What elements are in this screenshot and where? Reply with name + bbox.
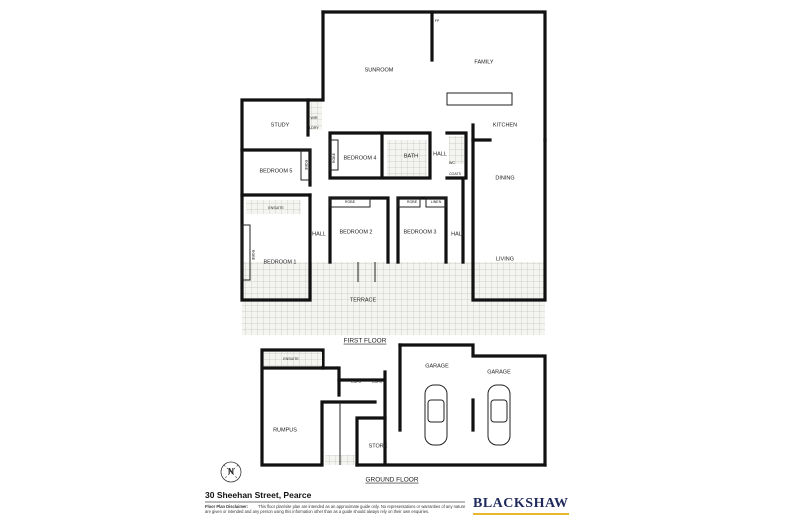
compass-icon: N <box>220 461 242 483</box>
room-label: LDRY <box>309 126 319 130</box>
compass-label: N <box>228 467 234 476</box>
first-floor-labels: SUNROOM FAMILY FP KITCHEN STUDY WIR LDRY… <box>251 19 517 345</box>
disclaimer: Floor Plan Disclaimer:This floor plan/si… <box>205 504 467 514</box>
room-label: ROBE <box>345 200 356 204</box>
room-label: ROBE <box>407 200 418 204</box>
room-label: BEDROOM 5 <box>259 168 292 174</box>
room-label: KITCHEN <box>493 122 517 128</box>
brand-logo: BLACKSHAW <box>473 496 569 515</box>
room-label: HALL <box>451 231 465 237</box>
ground-floor-labels: ENSUITE CUPD CUPD GARAGE GARAGE RUMPUS S… <box>273 357 511 484</box>
room-label: BEDROOM 2 <box>339 229 372 235</box>
room-label: ROBE <box>304 160 308 171</box>
room-label: DINING <box>495 175 514 181</box>
room-label: FP <box>435 19 440 23</box>
room-label: RUMPUS <box>273 427 297 433</box>
car-icon <box>424 384 448 446</box>
room-label: HALL <box>312 231 326 237</box>
room-label: WC <box>449 161 455 165</box>
room-label: STORE <box>369 443 388 449</box>
room-label: COATS <box>449 172 462 176</box>
room-label: GARAGE <box>425 363 449 369</box>
car-icon <box>487 384 511 446</box>
ground-floor-title: GROUND FLOOR <box>365 477 418 484</box>
divider <box>205 501 465 503</box>
room-label: CUPD <box>351 380 362 384</box>
room-label: BEDROOM 3 <box>403 229 436 235</box>
room-label: CUPD <box>372 380 383 384</box>
disclaimer-label: Floor Plan Disclaimer: <box>205 504 249 509</box>
room-label: BEDROOM 1 <box>263 259 296 265</box>
first-floor-title: FIRST FLOOR <box>344 338 387 345</box>
room-label: GARAGE <box>487 369 511 375</box>
first-floor-walls <box>240 10 547 302</box>
room-label: WIR <box>311 116 318 120</box>
room-label: HALL <box>433 151 447 157</box>
room-label: ROBE <box>332 152 336 163</box>
room-label: LIVING <box>496 256 514 262</box>
room-label: TERRACE <box>350 297 377 303</box>
ground-floor-walls <box>260 343 547 467</box>
room-label: ENSUITE <box>283 357 299 361</box>
room-label: SUNROOM <box>365 67 394 73</box>
room-label: FAMILY <box>474 59 493 65</box>
room-label: BATH <box>404 153 418 159</box>
room-label: STUDY <box>271 122 290 128</box>
disclaimer-text: This floor plan/site plan are intended a… <box>205 504 466 515</box>
property-address: 30 Sheehan Street, Pearce <box>205 490 312 500</box>
room-label: ROBE <box>251 250 255 261</box>
room-label: BEDROOM 4 <box>343 155 376 161</box>
room-label: ENSUITE <box>268 206 284 210</box>
room-label: LINEN <box>431 200 442 204</box>
